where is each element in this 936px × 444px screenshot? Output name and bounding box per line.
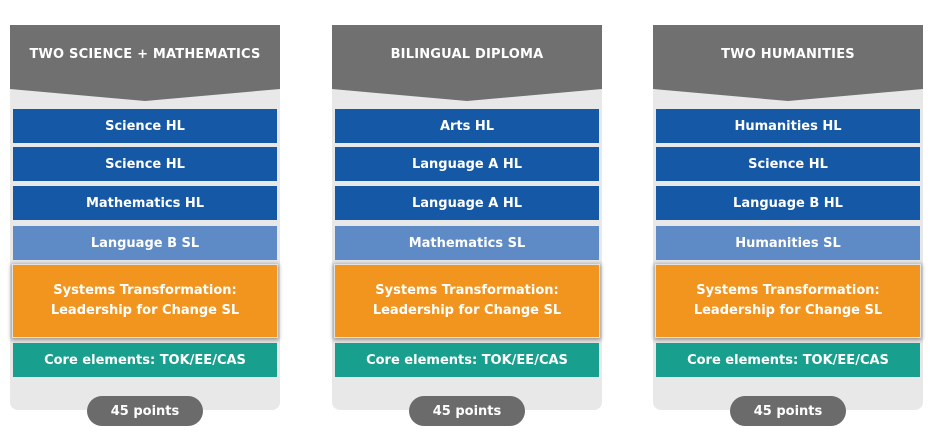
header-arrow bbox=[10, 89, 280, 101]
subject-bar: Language A HL bbox=[335, 186, 599, 220]
subject-bar: Science HL bbox=[656, 147, 920, 181]
highlight-line: Leadership for Change SL bbox=[50, 303, 240, 318]
subject-bar: Humanities HL bbox=[656, 109, 920, 143]
column-title: TWO SCIENCE + MATHEMATICS bbox=[10, 25, 280, 89]
highlight-line: Leadership for Change SL bbox=[693, 303, 883, 318]
column-title: TWO HUMANITIES bbox=[653, 25, 923, 89]
systems-transformation-bar: Systems Transformation: Leadership for C… bbox=[335, 265, 599, 337]
pathway-column-humanities: TWO HUMANITIES Humanities HL Science HL … bbox=[653, 25, 923, 430]
subject-bar: Language A HL bbox=[335, 147, 599, 181]
highlight-line: Systems Transformation: bbox=[696, 283, 880, 298]
subject-bar: Mathematics SL bbox=[335, 226, 599, 260]
highlight-line: Systems Transformation: bbox=[375, 283, 559, 298]
subject-bar: Science HL bbox=[13, 147, 277, 181]
systems-transformation-bar: Systems Transformation: Leadership for C… bbox=[656, 265, 920, 337]
subject-bar: Humanities SL bbox=[656, 226, 920, 260]
highlight-line: Systems Transformation: bbox=[53, 283, 237, 298]
points-badge: 45 points bbox=[409, 396, 525, 426]
header-arrow bbox=[332, 89, 602, 101]
core-elements-bar: Core elements: TOK/EE/CAS bbox=[13, 343, 277, 377]
column-title: BILINGUAL DIPLOMA bbox=[332, 25, 602, 89]
subject-bar: Language B SL bbox=[13, 226, 277, 260]
subject-bar: Science HL bbox=[13, 109, 277, 143]
header-arrow bbox=[653, 89, 923, 101]
pathway-column-science-math: TWO SCIENCE + MATHEMATICS Science HL Sci… bbox=[10, 25, 280, 430]
points-badge: 45 points bbox=[87, 396, 203, 426]
subject-bar: Arts HL bbox=[335, 109, 599, 143]
subject-bar: Mathematics HL bbox=[13, 186, 277, 220]
subject-bar: Language B HL bbox=[656, 186, 920, 220]
core-elements-bar: Core elements: TOK/EE/CAS bbox=[656, 343, 920, 377]
highlight-line: Leadership for Change SL bbox=[372, 303, 562, 318]
core-elements-bar: Core elements: TOK/EE/CAS bbox=[335, 343, 599, 377]
pathway-column-bilingual: BILINGUAL DIPLOMA Arts HL Language A HL … bbox=[332, 25, 602, 430]
points-badge: 45 points bbox=[730, 396, 846, 426]
systems-transformation-bar: Systems Transformation: Leadership for C… bbox=[13, 265, 277, 337]
